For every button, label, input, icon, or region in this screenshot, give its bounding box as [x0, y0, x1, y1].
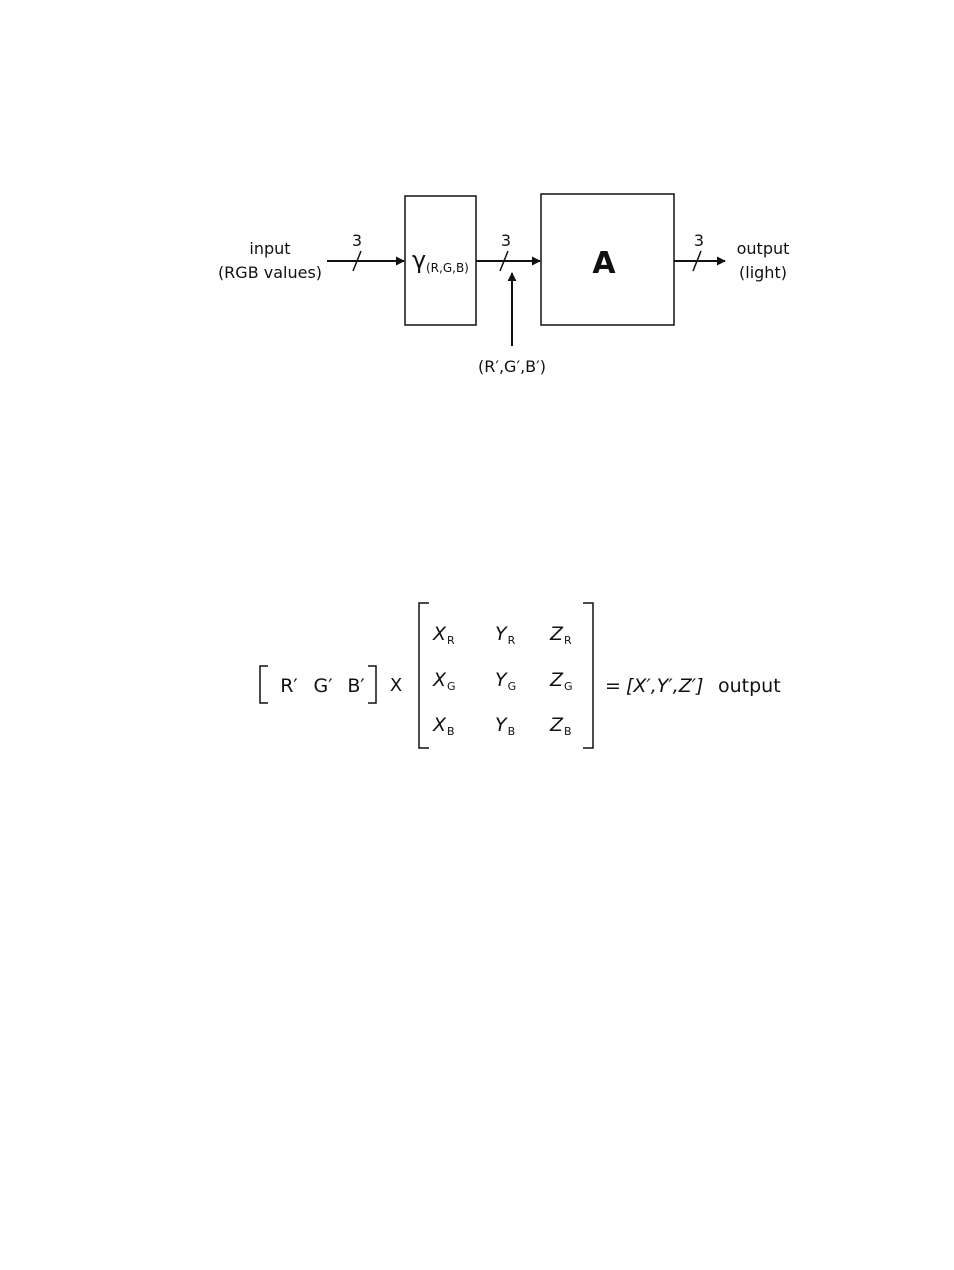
gamma-subscript: (R,G,B): [426, 261, 469, 275]
matrix-cell-yg: YG: [495, 669, 516, 693]
matrix-cell-xr: XR: [432, 623, 455, 647]
matrix-cell-yr: YR: [495, 623, 516, 647]
matrix-cell-zg: ZG: [549, 669, 573, 693]
matrix-left-bracket: [419, 603, 429, 748]
gamma-symbol: γ: [412, 246, 426, 274]
row-vector-left-bracket: [260, 666, 268, 703]
channel-count-1: 3: [352, 231, 362, 250]
input-label-line1: input: [249, 239, 290, 258]
result-suffix: output: [718, 675, 781, 697]
input-label-line2: (RGB values): [218, 263, 322, 282]
matrix-equation: R′ G′ B′ X XR YR ZR XG YG ZG XB YB ZB = …: [260, 603, 781, 748]
matrix-cell-zb: ZB: [549, 714, 572, 738]
matrix-right-bracket: [583, 603, 593, 748]
matrix-cell-xb: XB: [432, 714, 455, 738]
block-diagram: input (RGB values) 3 γ (R,G,B) 3 (R′,G′,…: [218, 194, 789, 376]
matrix-cell-xg: XG: [432, 669, 456, 693]
row-vector-right-bracket: [368, 666, 376, 703]
row-vector-entry-r: R′: [280, 675, 298, 697]
matrix-cell-zr: ZR: [549, 623, 572, 647]
multiply-sign: X: [390, 675, 402, 696]
output-label-line2: (light): [739, 263, 787, 282]
row-vector-entry-g: G′: [313, 675, 332, 697]
matrix-a-label: A: [592, 246, 616, 281]
intermediate-label: (R′,G′,B′): [478, 357, 546, 376]
matrix-cell-yb: YB: [495, 714, 515, 738]
channel-count-2: 3: [501, 231, 511, 250]
row-vector-entry-b: B′: [347, 675, 364, 697]
output-label-line1: output: [737, 239, 790, 258]
channel-count-3: 3: [694, 231, 704, 250]
equals-sign: =: [605, 675, 621, 697]
result-vector: [X′,Y′,Z′]: [626, 675, 703, 697]
